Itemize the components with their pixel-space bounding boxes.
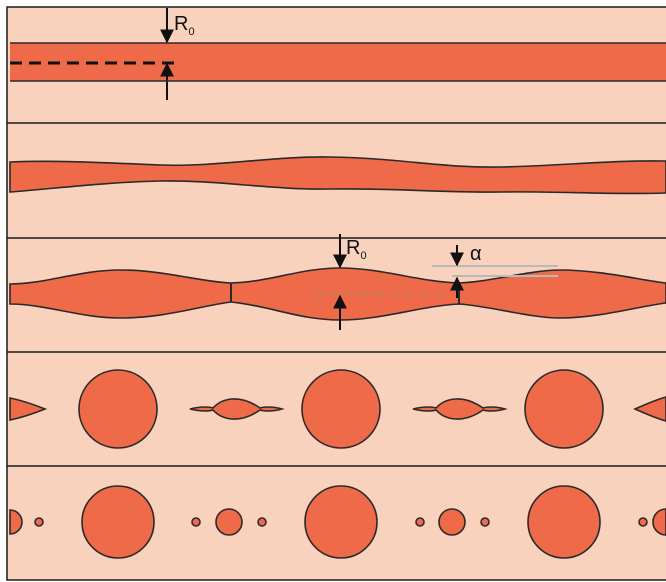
main-drop <box>302 370 380 448</box>
tiny-satellite-drop <box>35 518 43 526</box>
satellite-drop <box>216 509 242 535</box>
tiny-satellite-drop <box>258 518 266 526</box>
amplitude-label: α <box>470 243 482 265</box>
main-drop <box>305 486 377 558</box>
tiny-satellite-drop <box>481 518 489 526</box>
panel-breakup-drops <box>10 370 666 448</box>
main-drop <box>82 486 154 558</box>
tiny-satellite-drop <box>192 518 200 526</box>
panel-satellite-drops <box>10 486 666 558</box>
tiny-satellite-drop <box>639 518 647 526</box>
main-drop <box>79 370 157 448</box>
satellite-drop <box>439 509 465 535</box>
tiny-satellite-drop <box>416 518 424 526</box>
main-drop <box>528 486 600 558</box>
main-drop <box>525 370 603 448</box>
